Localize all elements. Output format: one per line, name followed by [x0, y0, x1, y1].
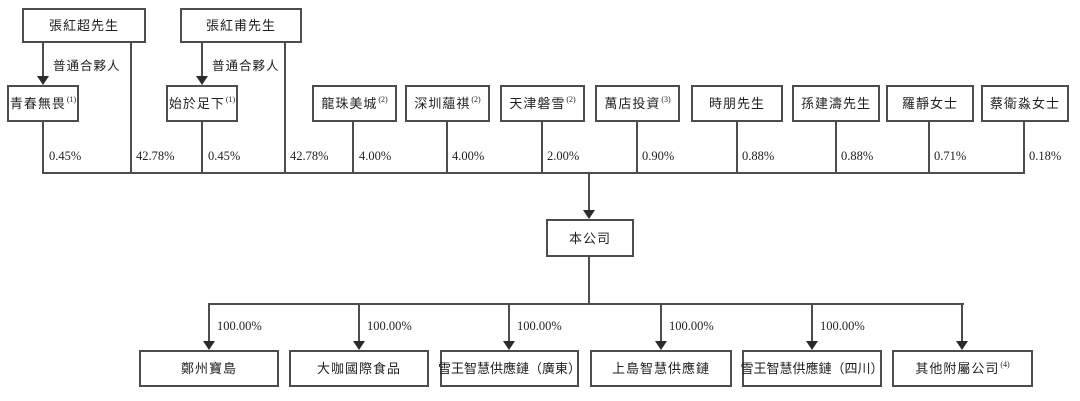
- connector-vline: [201, 122, 203, 173]
- arrow-down-icon: [503, 341, 515, 350]
- subsidiary-node-other-subsidiaries: 其他附屬公司(4): [892, 350, 1033, 387]
- shareholder-node-luo-jing: 羅靜女士: [886, 85, 974, 122]
- partnership-node-shiyu-zuxia: 始於足下(1): [166, 85, 238, 122]
- connector-vline: [130, 43, 132, 173]
- connector-vline: [811, 304, 813, 342]
- arrow-down-icon: [196, 76, 208, 85]
- arrow-down-icon: [353, 341, 365, 350]
- node-label: 蔡衛淼女士: [989, 96, 1060, 111]
- node-label: 大咖國際食品: [316, 361, 401, 376]
- shareholder-node-longzhu-meicheng: 龍珠美城(2): [312, 85, 397, 122]
- shareholder-node-shenzhen-yunqi: 深圳蘊祺(2): [405, 85, 490, 122]
- node-label: 張紅超先生: [48, 18, 119, 33]
- ownership-pct-label: 0.88%: [742, 149, 775, 163]
- node-label: 孫建濤先生: [800, 96, 871, 111]
- partnership-node-qingchun-wuwei: 青春無畏(1): [7, 85, 79, 122]
- connector-vline: [961, 304, 963, 342]
- node-label: 青春無畏: [9, 96, 66, 111]
- shareholder-node-wandian-touzi: 萬店投資(3): [595, 85, 680, 122]
- subsidiary-node-zhengzhou-baodao: 鄭州寶島: [139, 350, 279, 387]
- node-label: 龍珠美城: [321, 96, 378, 111]
- connector-vline: [352, 122, 354, 173]
- general-partner-label: 普通合夥人: [53, 59, 121, 73]
- connector-vline: [660, 304, 662, 342]
- ownership-pct-label: 0.45%: [208, 149, 241, 163]
- ownership-pct-label: 4.00%: [359, 149, 392, 163]
- shareholder-node-sun-jiantao: 孫建濤先生: [792, 85, 880, 122]
- node-label: 萬店投資: [604, 96, 661, 111]
- node-note-superscript: (1): [66, 94, 77, 104]
- ownership-pct-label: 100.00%: [217, 319, 262, 333]
- connector-vline: [446, 122, 448, 173]
- connector-vline: [42, 122, 44, 173]
- connector-vline: [928, 122, 930, 173]
- arrow-down-icon: [956, 341, 968, 350]
- subsidiary-node-xuewang-supply-chain-sichuan: 雪王智慧供應鏈（四川）: [740, 350, 884, 387]
- shareholder-node-shi-peng: 時朋先生: [691, 85, 783, 122]
- connector-vline: [588, 173, 590, 211]
- node-label: 張紅甫先生: [205, 18, 276, 33]
- subsidiary-node-shangdao-supply-chain: 上島智慧供應鏈: [590, 350, 732, 387]
- connector-vline: [636, 122, 638, 173]
- founder-node-zhang-hongchao: 張紅超先生: [22, 8, 146, 43]
- shareholder-node-tianjin-panxue: 天津磐雪(2): [500, 85, 585, 122]
- node-note-superscript: (1): [225, 94, 236, 104]
- node-note-superscript: (4): [1000, 359, 1010, 369]
- arrow-down-icon: [583, 210, 595, 219]
- node-note-superscript: (2): [471, 94, 481, 104]
- node-label: 時朋先生: [708, 96, 765, 111]
- arrow-down-icon: [37, 76, 49, 85]
- connector-vline: [736, 122, 738, 173]
- node-label: 深圳蘊祺: [414, 96, 471, 111]
- node-note-superscript: (3): [661, 94, 671, 104]
- ownership-pct-label: 2.00%: [547, 149, 580, 163]
- node-label: 羅靜女士: [901, 96, 958, 111]
- ownership-pct-label: 42.78%: [136, 149, 175, 163]
- arrow-down-icon: [806, 341, 818, 350]
- ownership-pct-label: 4.00%: [452, 149, 485, 163]
- connector-vline: [541, 122, 543, 173]
- subsidiary-node-daka-international-food: 大咖國際食品: [289, 350, 429, 387]
- ownership-pct-label: 0.88%: [841, 149, 874, 163]
- ownership-pct-label: 0.71%: [934, 149, 967, 163]
- ownership-pct-label: 0.18%: [1029, 149, 1062, 163]
- node-label: 鄭州寶島: [180, 361, 237, 376]
- connector-vline: [201, 43, 203, 77]
- connector-vline: [1023, 122, 1025, 173]
- connector-hline: [208, 303, 964, 305]
- node-label: 其他附屬公司: [915, 361, 1000, 376]
- ownership-pct-label: 100.00%: [669, 319, 714, 333]
- connector-vline: [835, 122, 837, 173]
- node-label: 天津磐雪: [509, 96, 566, 111]
- founder-node-zhang-hongfu: 張紅甫先生: [180, 8, 302, 43]
- node-label: 上島智慧供應鏈: [611, 361, 710, 376]
- node-label: 雪王智慧供應鏈（四川）: [740, 361, 884, 376]
- arrow-down-icon: [203, 341, 215, 350]
- connector-vline: [284, 43, 286, 173]
- ownership-pct-label: 42.78%: [290, 149, 329, 163]
- connector-vline: [42, 43, 44, 77]
- connector-hline: [42, 172, 1025, 174]
- ownership-pct-label: 0.90%: [642, 149, 675, 163]
- connector-vline: [508, 304, 510, 342]
- node-label: 始於足下: [168, 96, 225, 111]
- ownership-pct-label: 100.00%: [517, 319, 562, 333]
- node-label: 本公司: [568, 230, 611, 246]
- ownership-pct-label: 0.45%: [49, 149, 82, 163]
- subsidiary-node-xuewang-supply-chain-guangdong: 雪王智慧供應鏈（廣東）: [438, 350, 582, 387]
- ownership-pct-label: 100.00%: [367, 319, 412, 333]
- connector-vline: [208, 304, 210, 342]
- shareholder-node-cai-weimiao: 蔡衛淼女士: [981, 85, 1069, 122]
- node-label: 雪王智慧供應鏈（廣東）: [438, 361, 582, 376]
- connector-vline: [358, 304, 360, 342]
- general-partner-label: 普通合夥人: [212, 59, 280, 73]
- ownership-pct-label: 100.00%: [820, 319, 865, 333]
- node-note-superscript: (2): [378, 94, 388, 104]
- company-node: 本公司: [546, 219, 634, 257]
- node-note-superscript: (2): [566, 94, 576, 104]
- connector-vline: [588, 257, 590, 304]
- arrow-down-icon: [655, 341, 667, 350]
